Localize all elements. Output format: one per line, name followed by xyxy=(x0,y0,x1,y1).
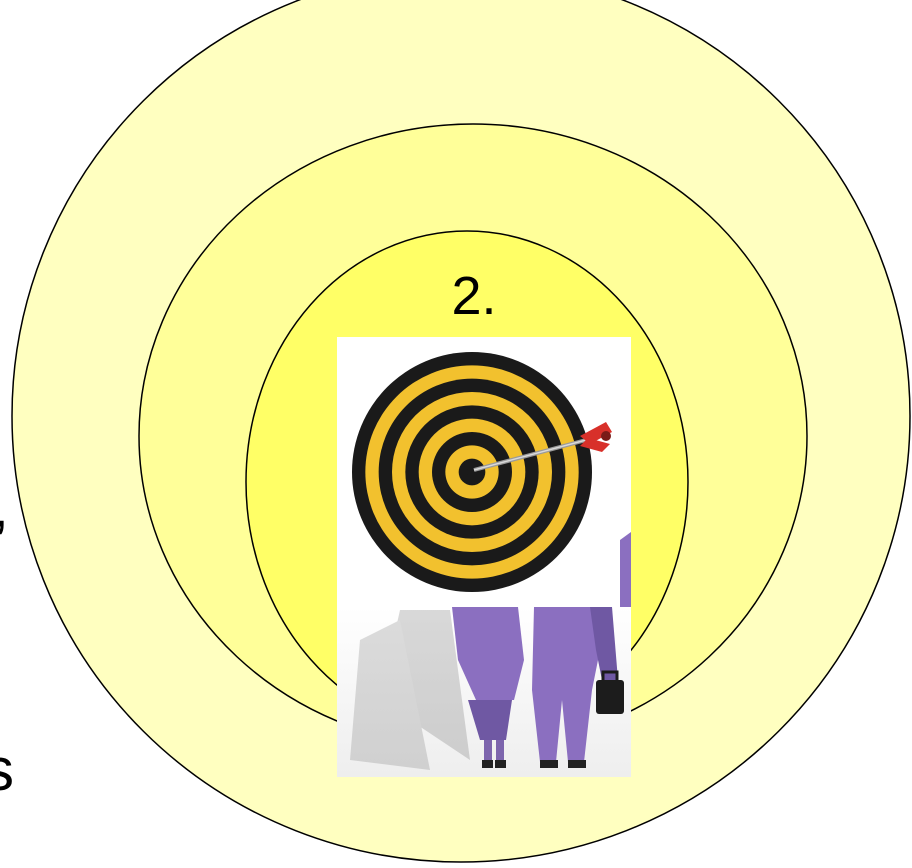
edge-text-apostrophe: ’ xyxy=(0,508,7,575)
briefcase-icon xyxy=(596,680,624,714)
figure-arm-sliver xyxy=(620,532,631,607)
edge-text-s: s xyxy=(0,736,14,803)
dartboard-picture xyxy=(337,337,631,607)
dartboard-icon xyxy=(352,352,592,592)
step-label: 2. xyxy=(451,266,496,326)
